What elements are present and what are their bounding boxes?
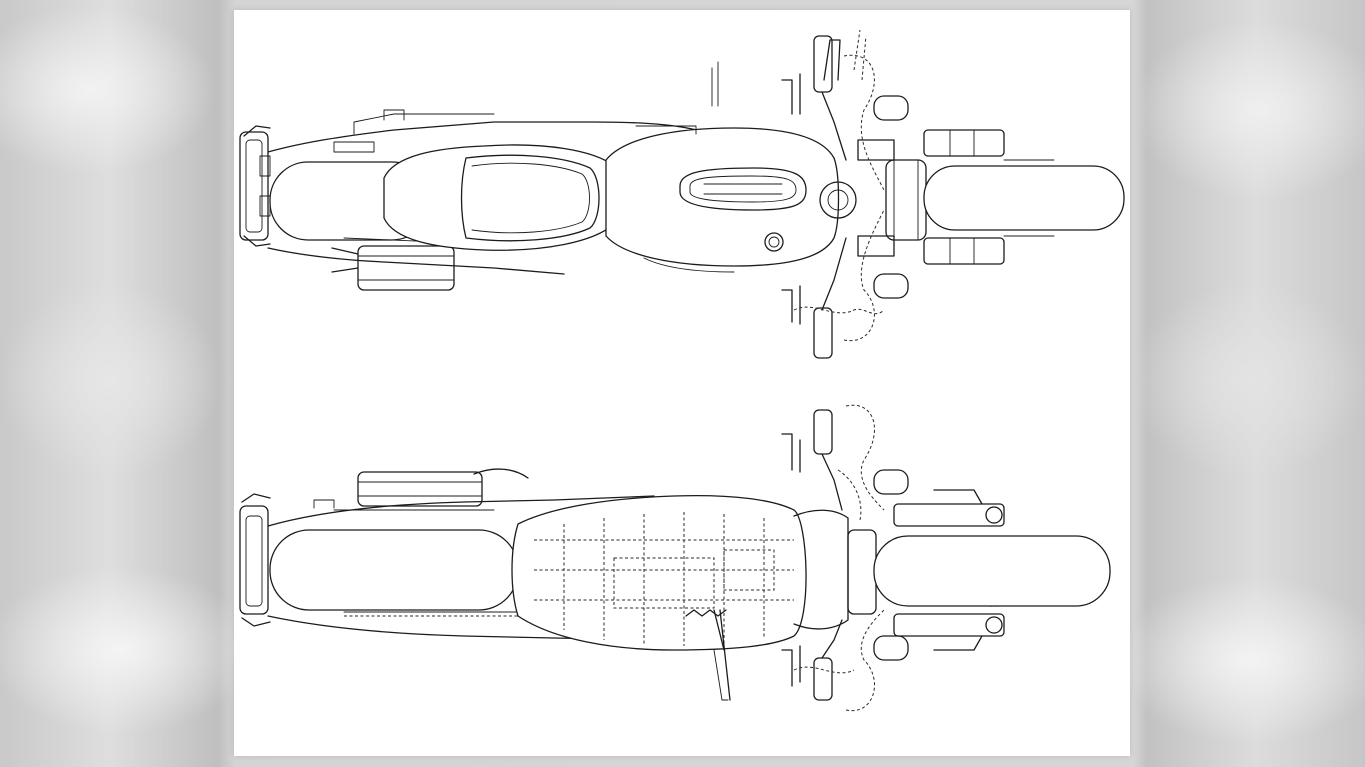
front-tire-bottom: [873, 535, 1111, 607]
rear-tail-assembly: [239, 125, 271, 247]
rear-tire-bottom: [269, 529, 519, 611]
engine-underside: [511, 494, 807, 701]
front-fork-and-tire-bottom: [847, 489, 1111, 651]
motorcycle-bottom-view: [239, 404, 1111, 712]
motorcycle-top-view: [239, 29, 1125, 359]
frame-rails: [267, 109, 705, 275]
rear-tail-assembly-bottom: [239, 493, 271, 627]
front-controls: [635, 29, 909, 359]
patent-drawing-panel: [234, 10, 1130, 756]
swingarm-and-exhaust: [267, 468, 655, 641]
patent-drawing: [239, 29, 1125, 712]
front-fork-and-tire: [885, 129, 1125, 265]
fuel-tank: [605, 127, 840, 273]
seat: [383, 144, 624, 251]
exhaust-muffler: [331, 245, 455, 291]
front-tire: [923, 165, 1125, 231]
